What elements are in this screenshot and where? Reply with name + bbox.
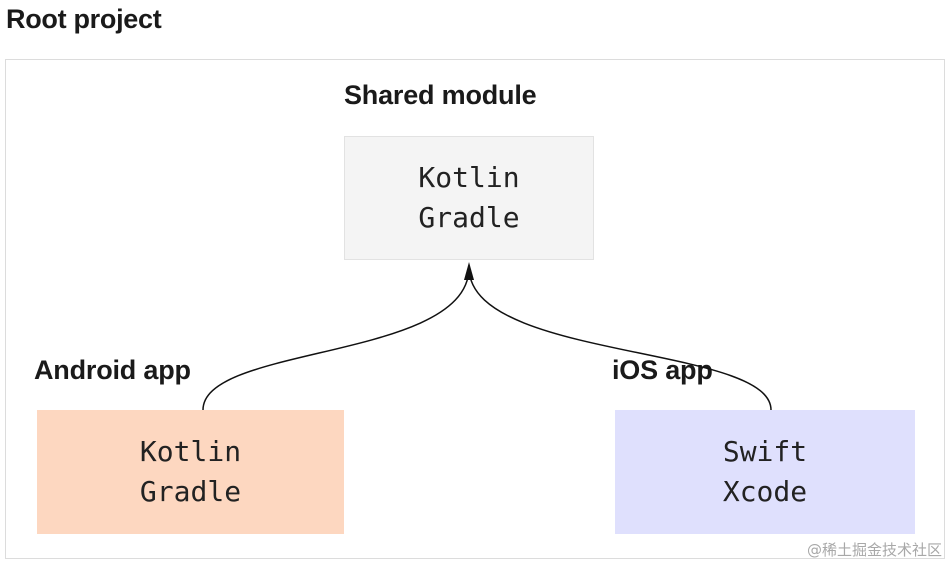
shared-module-box: Kotlin Gradle — [344, 136, 594, 260]
ios-app-label: iOS app — [612, 355, 713, 385]
ios-app-line-1: Swift — [722, 435, 808, 468]
ios-app-line-2: Xcode — [722, 475, 808, 508]
android-app-line-2: Gradle — [139, 475, 242, 508]
android-app-label: Android app — [34, 355, 191, 385]
ios-app-box: Swift Xcode — [615, 410, 915, 534]
android-app-line-1: Kotlin — [139, 435, 242, 468]
root-project-title: Root project — [6, 4, 162, 34]
watermark-text: @稀土掘金技术社区 — [806, 541, 942, 559]
shared-module-line-1: Kotlin — [418, 161, 520, 194]
shared-module-label: Shared module — [344, 80, 537, 110]
root-project-frame — [5, 59, 945, 559]
android-app-box: Kotlin Gradle — [37, 410, 344, 534]
shared-module-line-2: Gradle — [418, 201, 520, 234]
